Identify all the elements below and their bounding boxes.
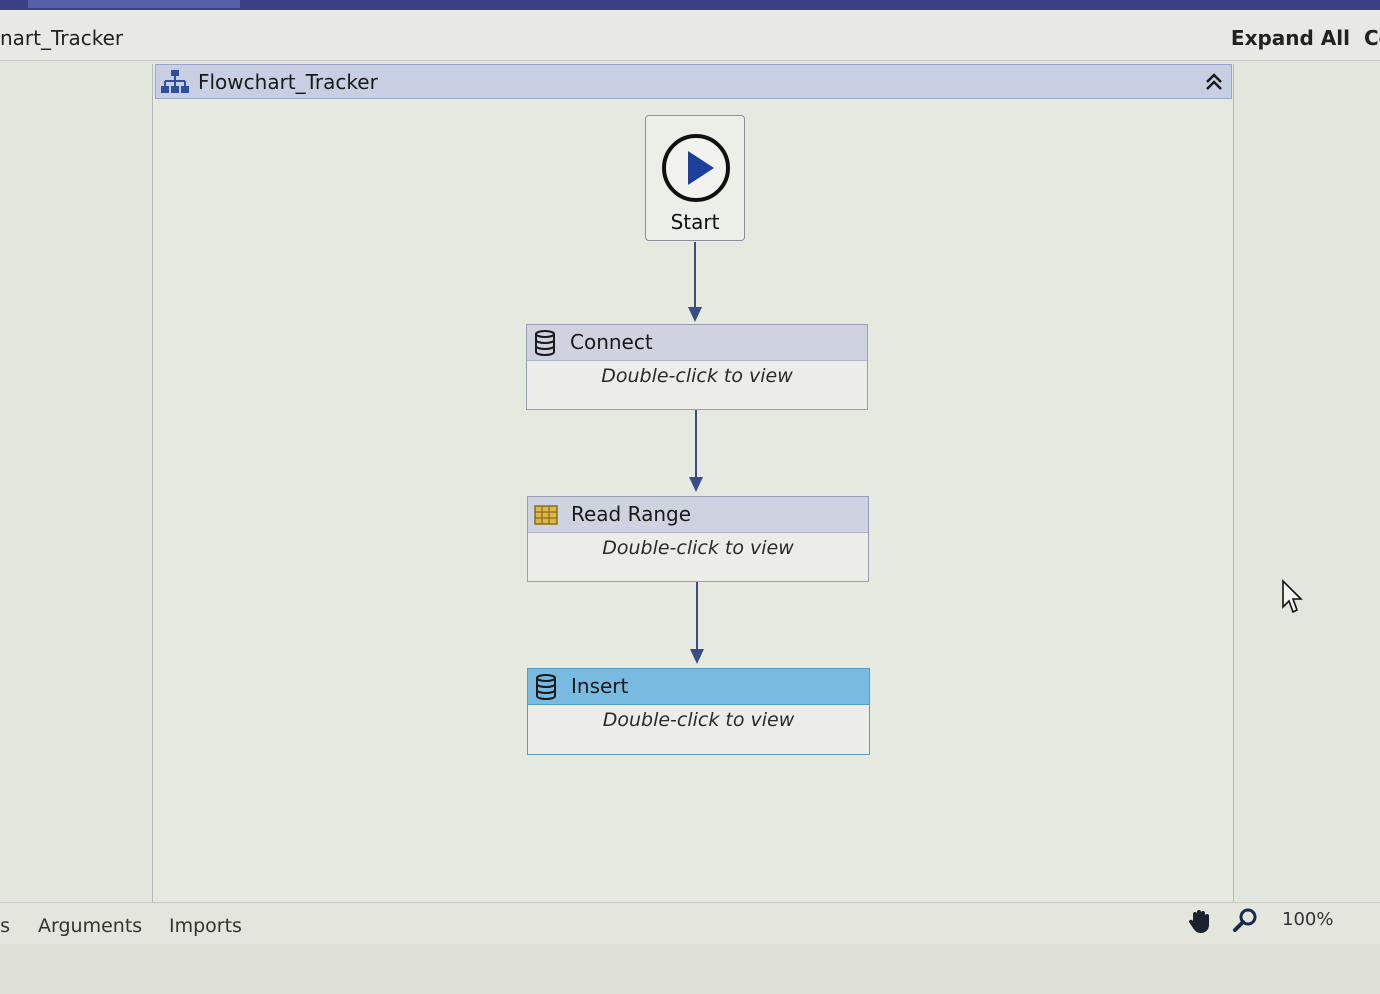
document-tab-active[interactable]: [28, 0, 240, 8]
flowchart-icon: [161, 70, 189, 93]
connector-start-connect[interactable]: [688, 242, 702, 322]
database-icon: [536, 674, 556, 700]
play-icon: [662, 134, 730, 202]
pan-hand-icon[interactable]: [1186, 907, 1214, 935]
breadcrumb[interactable]: nart_Tracker: [0, 26, 124, 50]
tab-variables[interactable]: Variables: [0, 915, 10, 937]
collapse-chevron-icon[interactable]: [1203, 71, 1225, 93]
activity-header: Connect: [527, 325, 867, 361]
document-tab-strip: [0, 0, 1380, 10]
bottom-panel-strip: [0, 944, 1380, 994]
spreadsheet-icon: [534, 505, 558, 525]
connector-readrange-insert[interactable]: [690, 582, 704, 664]
breadcrumb-bar: nart_Tracker Expand All Collapse All: [0, 10, 1380, 61]
activity-read-range[interactable]: Read Range Double-click to view: [527, 496, 869, 582]
activity-hint: Double-click to view: [602, 537, 794, 559]
activity-insert[interactable]: Insert Double-click to view: [527, 668, 870, 755]
activity-connect[interactable]: Connect Double-click to view: [526, 324, 868, 410]
activity-header: Read Range: [528, 497, 868, 533]
zoom-magnifier-icon[interactable]: [1232, 907, 1258, 933]
connector-connect-readrange[interactable]: [689, 410, 703, 492]
collapse-all-button[interactable]: Collapse All: [1364, 26, 1380, 50]
start-label: Start: [670, 210, 720, 234]
start-node[interactable]: Start: [645, 115, 745, 241]
zoom-level[interactable]: 100%: [1282, 909, 1334, 930]
activity-hint: Double-click to view: [602, 709, 795, 731]
activity-title: Insert: [571, 674, 629, 698]
flowchart-title: Flowchart_Tracker: [198, 70, 378, 94]
mouse-cursor-icon: [1282, 579, 1303, 614]
flowchart-header[interactable]: Flowchart_Tracker: [155, 64, 1232, 99]
designer-status-bar: Variables Arguments Imports 100%: [0, 902, 1380, 945]
activity-title: Read Range: [571, 502, 691, 526]
tab-arguments[interactable]: Arguments: [38, 915, 143, 937]
database-icon: [535, 330, 555, 356]
tab-imports[interactable]: Imports: [169, 915, 242, 937]
activity-title: Connect: [570, 330, 653, 354]
activity-hint: Double-click to view: [601, 365, 793, 387]
expand-all-button[interactable]: Expand All: [1230, 26, 1350, 50]
activity-header: Insert: [528, 669, 869, 705]
